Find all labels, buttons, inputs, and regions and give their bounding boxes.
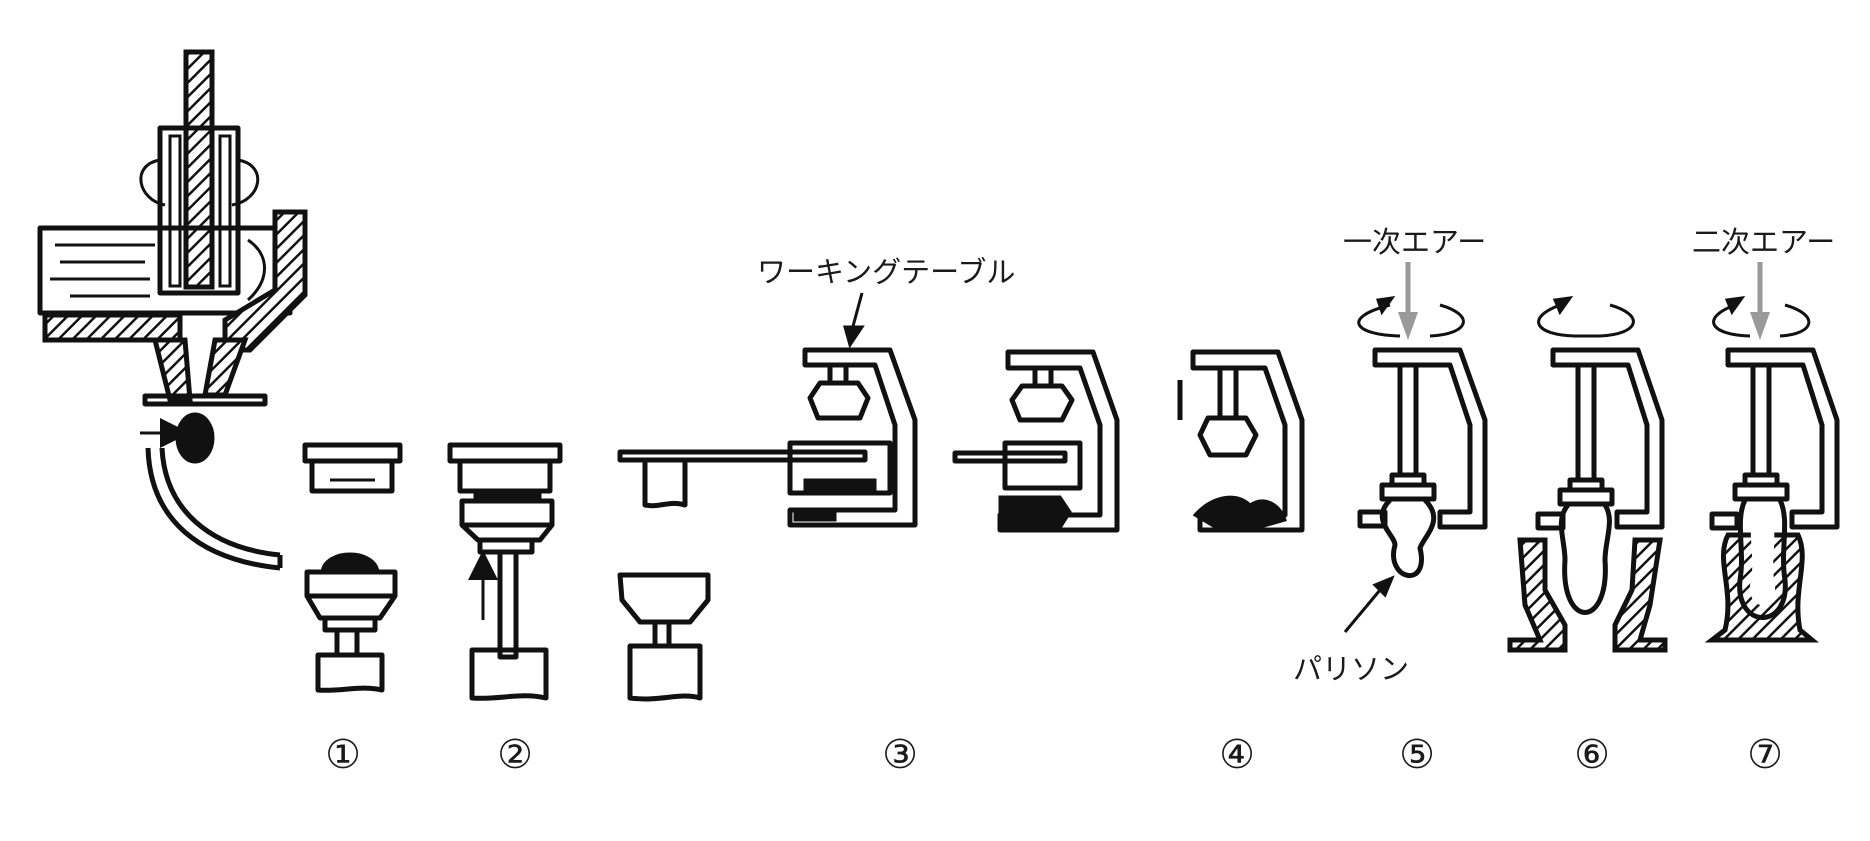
working-table-label: ワーキングテーブル [757,255,1016,289]
step-number-5: ⑤ [1399,732,1435,778]
pointer-lines [843,292,1395,633]
secondary-air-label: 二次エアー [1692,225,1836,259]
air-arrows [1398,262,1770,340]
stage-4-reheat [1177,349,1305,533]
stage-5-primary-blow [1357,347,1488,578]
stage-7-final-blow [1704,347,1840,643]
step-number-3: ③ [882,732,918,778]
step-number-1: ① [325,732,361,778]
glass-feeder [37,49,308,571]
stage-1-mold [302,442,403,693]
stage-2-press [447,442,563,701]
step-number-6: ⑥ [1574,732,1610,778]
rotation-arrows [1357,296,1811,338]
step-number-4: ④ [1219,732,1255,778]
step-number-7: ⑦ [1747,732,1783,778]
primary-air-label: 一次エアー [1343,225,1487,259]
stage-3-transfer [617,347,1120,702]
step-number-2: ② [497,732,533,778]
stage-6-mold-close [1507,347,1668,653]
parison-label: パリソン [1293,652,1410,686]
